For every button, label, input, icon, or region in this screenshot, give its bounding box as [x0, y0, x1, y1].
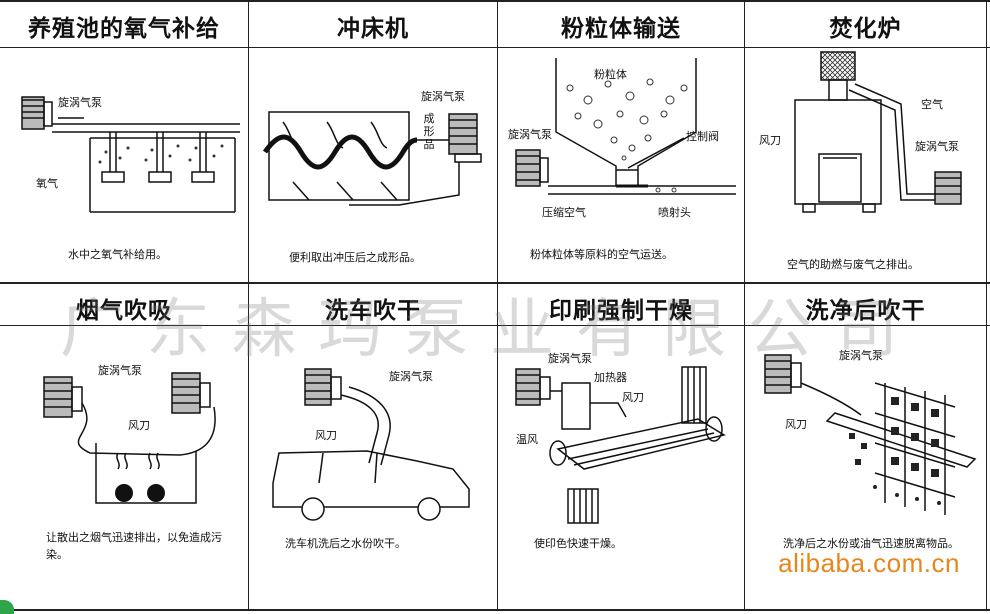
cell-caption: 让散出之烟气迅速排出，以免造成污染。 [46, 531, 222, 561]
cell-title: 洗净后吹干 [805, 298, 926, 324]
cell-title: 洗车吹干 [325, 298, 421, 324]
cell-title: 印刷强制干燥 [549, 298, 693, 324]
label-oxygen: 氧气 [36, 177, 58, 190]
cell-caption: 使印色快速干燥。 [534, 537, 622, 550]
fish-pond-diagram [21, 96, 240, 213]
cell-print-drying: 印刷强制干燥 旋涡气泵 加热器 风刀 [498, 283, 744, 609]
label-blower: 旋涡气泵 [58, 96, 102, 109]
cell-caption: 空气的助燃与废气之排出。 [787, 258, 919, 271]
label-blower: 旋涡气泵 [389, 370, 433, 383]
grid-title-divider-top [0, 47, 990, 48]
label-air: 空气 [921, 98, 943, 111]
cell-incinerator: 焚化炉 空气 风刀 旋涡气泵 空气的 [745, 0, 986, 282]
cell-fish-pond-oxygen: 养殖池的氧气补给 [0, 0, 248, 282]
grid-col-2 [497, 0, 498, 611]
label-blower: 旋涡气泵 [915, 140, 959, 153]
powder-conveying-diagram [515, 58, 736, 195]
cell-caption: 洗车机洗后之水份吹干。 [285, 537, 406, 550]
grid-right [986, 0, 987, 611]
label-blower: 旋涡气泵 [839, 349, 883, 362]
cell-car-wash-drying: 洗车吹干 旋涡气泵 风刀 洗车机洗后之水份吹干。 [249, 283, 497, 609]
cell-title: 烟气吹吸 [76, 298, 172, 324]
cell-caption: 便利取出冲压后之成形品。 [289, 251, 421, 264]
grid-top [0, 0, 990, 2]
cell-smoke-extraction: 烟气吹吸 旋涡气泵 风刀 让散出之烟气迅速排出，以免造成污染。 [0, 283, 248, 609]
print-drying-diagram [515, 366, 726, 524]
corner-badge [0, 600, 14, 614]
site-watermark: alibaba.com.cn [778, 548, 960, 578]
label-heater: 加热器 [594, 371, 627, 384]
label-valve: 控制阀 [686, 130, 719, 143]
cell-post-wash-drying: 洗净后吹干 旋涡气泵 风刀 洗净后之水份或油气迅速脱离物品。 [745, 283, 986, 609]
label-air-knife: 风刀 [759, 134, 781, 147]
label-product: 成形品 [423, 112, 435, 151]
grid-row-divider [0, 282, 990, 284]
grid-bottom [0, 609, 990, 611]
grid-col-1 [248, 0, 249, 611]
cell-caption: 洗净后之水份或油气迅速脱离物品。 [783, 537, 959, 550]
grid-title-divider-bottom [0, 325, 990, 326]
label-compressed-air: 压缩空气 [542, 206, 586, 219]
label-air-knife: 风刀 [128, 419, 150, 432]
cell-title: 养殖池的氧气补给 [28, 16, 220, 42]
label-blower: 旋涡气泵 [548, 352, 592, 365]
cell-title: 焚化炉 [829, 16, 902, 42]
label-blower: 旋涡气泵 [508, 128, 552, 141]
cell-caption: 粉体粒体等原料的空气运送。 [530, 248, 673, 261]
label-air-knife: 风刀 [622, 391, 644, 404]
cell-title: 粉粒体输送 [561, 16, 681, 42]
incinerator-diagram [794, 51, 962, 213]
label-air-knife: 风刀 [315, 429, 337, 442]
smoke-extraction-diagram [43, 372, 216, 504]
grid-col-3 [744, 0, 745, 611]
label-powder: 粉粒体 [594, 68, 627, 81]
punch-press-diagram [262, 111, 482, 206]
cell-powder-conveying: 粉粒体输送 粉粒体 [498, 0, 744, 282]
cell-punch-press: 冲床机 旋涡气泵 成形品 便利取出冲压后之成形品。 [249, 0, 497, 282]
label-nozzle: 喷射头 [658, 206, 691, 219]
label-blower: 旋涡气泵 [98, 364, 142, 377]
cell-title: 冲床机 [337, 16, 409, 42]
car-wash-diagram [272, 368, 470, 521]
label-warm-air: 温风 [516, 433, 538, 446]
label-air-knife: 风刀 [785, 418, 807, 431]
cell-caption: 水中之氧气补给用。 [68, 248, 167, 261]
post-wash-drying-diagram [764, 354, 977, 515]
label-blower: 旋涡气泵 [421, 90, 465, 103]
